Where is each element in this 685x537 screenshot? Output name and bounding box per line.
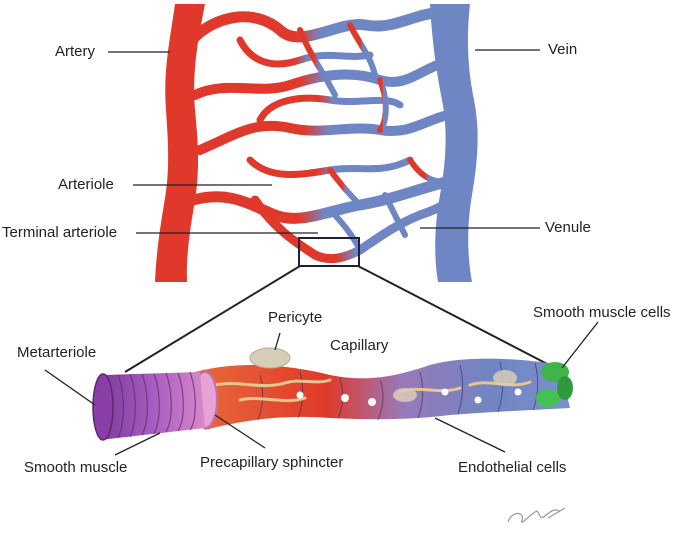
- pericyte-cell: [249, 347, 291, 369]
- enlarged-capillary: [92, 347, 573, 441]
- smooth-muscle-label: Smooth muscle: [24, 459, 128, 476]
- vein-vessel: [430, 4, 478, 282]
- smooth-muscle-cells-label: Smooth muscle cells: [533, 304, 671, 321]
- capillary-label: Capillary: [330, 337, 389, 354]
- vessel-network: [155, 4, 478, 282]
- endothelial-cell-outlines: [257, 361, 539, 421]
- metarteriole-cylinder: [100, 372, 205, 440]
- pericyte-cell-2: [393, 388, 417, 402]
- artery-vessel: [155, 4, 205, 282]
- terminal-arteriole-label: Terminal arteriole: [2, 224, 118, 241]
- cell-nuclei: [296, 388, 522, 406]
- precapillary-sphincter-label: Precapillary sphincter: [200, 454, 344, 471]
- capillary-tube: [195, 358, 570, 430]
- capillary-bed: [186, 6, 453, 224]
- smooth-muscle-bands: [117, 371, 196, 439]
- pericyte-cell-3: [493, 370, 517, 386]
- artery-label: Artery: [55, 43, 96, 60]
- venule-label: Venule: [545, 219, 591, 236]
- pericyte-label: Pericyte: [268, 309, 323, 326]
- vein-label: Vein: [548, 41, 578, 58]
- signature-scribble: [507, 507, 566, 523]
- endothelial-cells-label: Endothelial cells: [458, 459, 567, 476]
- zoom-box: [298, 237, 360, 267]
- metarteriole-opening: [92, 373, 114, 441]
- zoom-line-right: [357, 265, 556, 369]
- arteriole-label: Arteriole: [58, 176, 114, 193]
- leader-lines: [44, 49, 599, 456]
- zoom-line-left: [124, 265, 301, 373]
- metarteriole-label: Metarteriole: [17, 344, 97, 361]
